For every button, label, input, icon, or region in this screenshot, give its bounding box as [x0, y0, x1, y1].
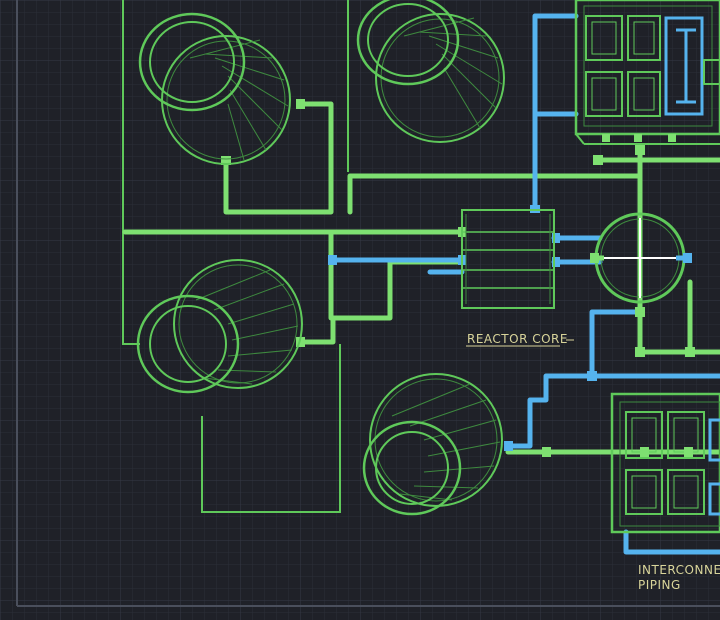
control-panel-1-icon — [574, 0, 720, 145]
label-leader-lines — [466, 339, 574, 347]
control-panel-2-icon — [610, 392, 720, 534]
reactor-core-block-icon — [461, 209, 555, 309]
cooling-tower-3-icon — [136, 259, 303, 394]
cooling-tower-1-icon — [138, 12, 291, 165]
border-frame — [16, 0, 720, 607]
interconnect-label-line2: PIPING — [638, 578, 681, 592]
cooling-tower-4-icon — [362, 373, 503, 516]
cooling-tower-2-icon — [356, 0, 505, 143]
junction-crosshair-icon — [590, 212, 692, 304]
interconnect-label-line1: INTERCONNEC — [638, 563, 720, 577]
pipe-joints — [221, 99, 695, 457]
tower-enclosure-lines — [122, 0, 349, 513]
reactor-core-label: REACTOR CORE — [467, 332, 568, 346]
